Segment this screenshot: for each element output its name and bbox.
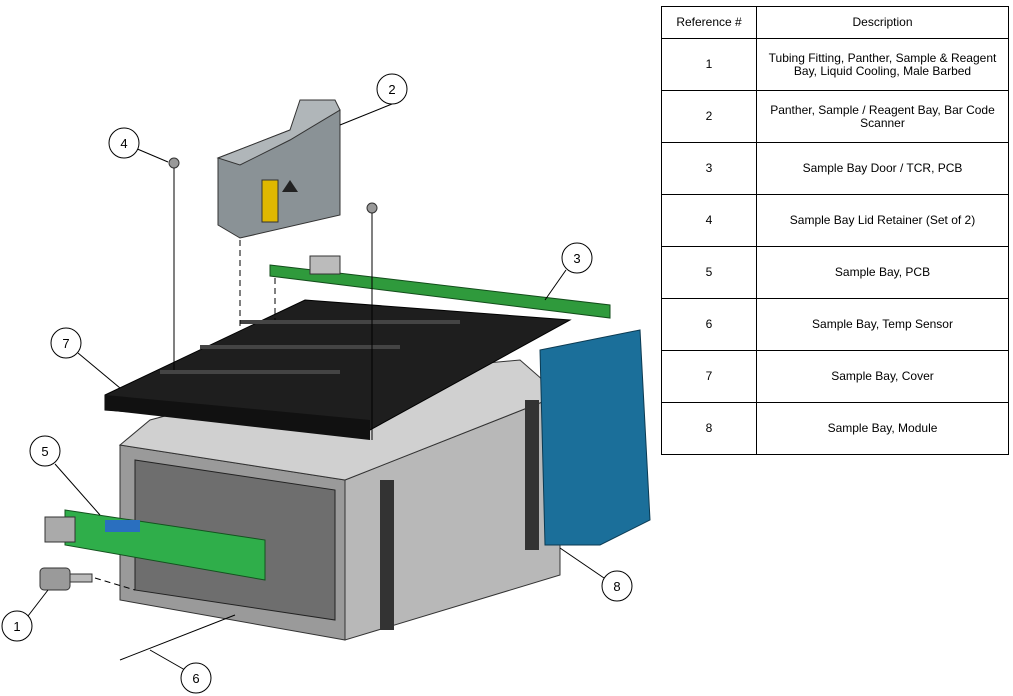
ref-cell: 7 <box>661 350 757 403</box>
svg-text:6: 6 <box>192 671 199 686</box>
ref-cell: 8 <box>661 402 757 455</box>
ref-cell: 4 <box>661 194 757 247</box>
header-description: Description <box>756 6 1009 39</box>
desc-cell: Sample Bay Door / TCR, PCB <box>756 142 1009 195</box>
desc-cell: Sample Bay, Temp Sensor <box>756 298 1009 351</box>
exploded-view-diagram: 1 2 3 4 5 6 7 8 <box>1 73 651 694</box>
pcb-connector <box>105 520 140 532</box>
ref-cell: 5 <box>661 246 757 299</box>
desc-cell: Tubing Fitting, Panther, Sample & Reagen… <box>756 38 1009 91</box>
leader-lines <box>27 103 605 671</box>
svg-text:2: 2 <box>388 82 395 97</box>
desc-cell: Sample Bay, Cover <box>756 350 1009 403</box>
callout-3: 3 <box>561 242 593 274</box>
callout-4: 4 <box>108 127 140 159</box>
svg-text:7: 7 <box>62 336 69 351</box>
desc-cell: Sample Bay Lid Retainer (Set of 2) <box>756 194 1009 247</box>
svg-text:3: 3 <box>573 251 580 266</box>
svg-text:4: 4 <box>120 136 127 151</box>
ref-cell: 6 <box>661 298 757 351</box>
tubing-fitting <box>39 567 93 591</box>
callout-7: 7 <box>50 327 82 359</box>
ref-cell: 3 <box>661 142 757 195</box>
callout-1: 1 <box>1 610 33 642</box>
desc-cell: Panther, Sample / Reagent Bay, Bar Code … <box>756 90 1009 143</box>
table-header: Reference # Description <box>661 6 1009 39</box>
svg-text:5: 5 <box>41 444 48 459</box>
ref-cell: 2 <box>661 90 757 143</box>
callout-5: 5 <box>29 435 61 467</box>
lid-retainer-screw <box>366 202 378 214</box>
door-tcr-pcb <box>269 264 611 319</box>
bar-code-scanner <box>216 99 341 239</box>
ref-cell: 1 <box>661 38 757 91</box>
desc-cell: Sample Bay, Module <box>756 402 1009 455</box>
svg-text:1: 1 <box>13 619 20 634</box>
svg-text:8: 8 <box>613 579 620 594</box>
header-reference: Reference # <box>661 6 757 39</box>
callout-8: 8 <box>601 570 633 602</box>
pcb-connector <box>309 255 341 275</box>
blue-side-panel <box>539 329 651 546</box>
pcb-connector <box>44 516 76 543</box>
lid-retainer-screw <box>168 157 180 169</box>
sample-bay-cover <box>104 299 572 440</box>
desc-cell: Sample Bay, PCB <box>756 246 1009 299</box>
callout-2: 2 <box>376 73 408 105</box>
callout-6: 6 <box>180 662 212 694</box>
